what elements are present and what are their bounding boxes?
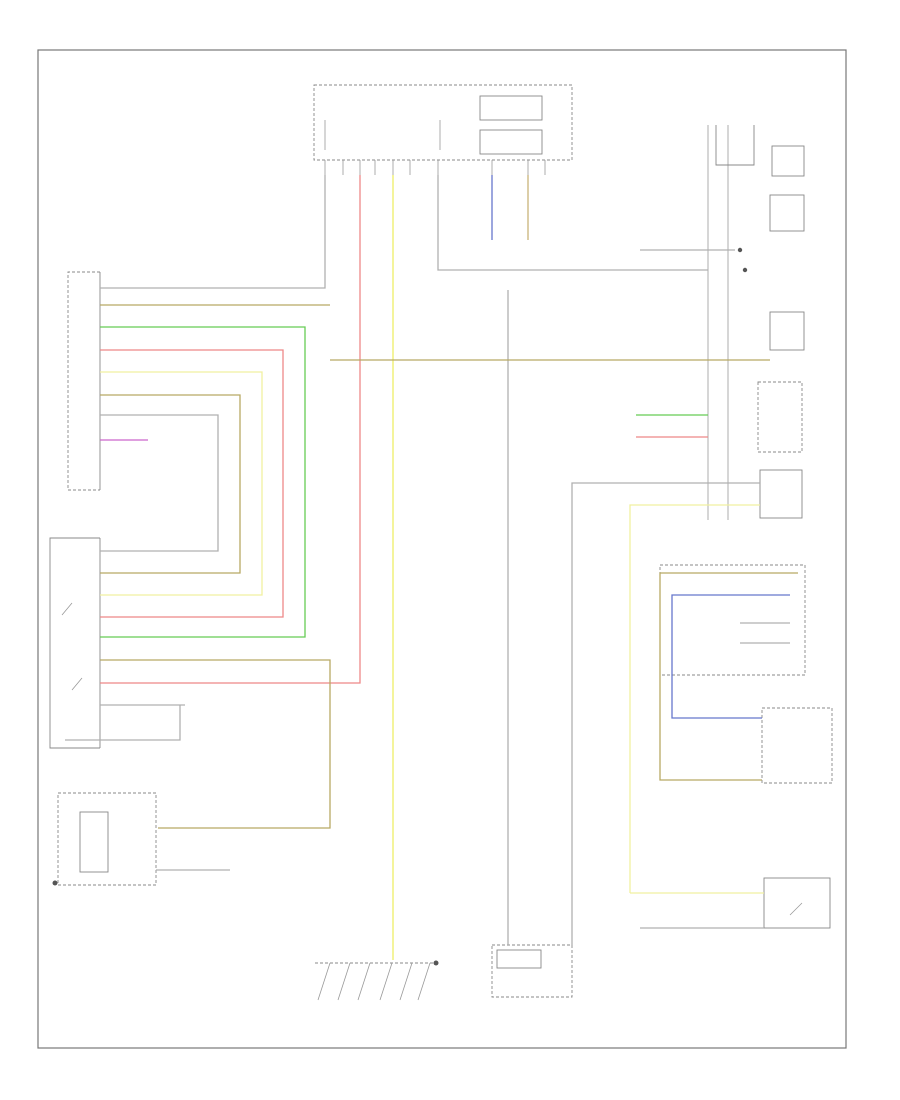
fuse-relay-2 <box>479 129 543 155</box>
wire-gray-stub-2 <box>65 705 181 741</box>
right-switch-contact <box>789 902 803 916</box>
right-connector-top <box>715 125 755 166</box>
wire-red-loop <box>100 349 284 618</box>
wire-yellow-loop <box>100 371 263 596</box>
lower-left-module-inner <box>79 811 109 873</box>
left-unit-lower <box>49 537 101 749</box>
wires <box>65 175 798 960</box>
wire-olive-lower <box>100 659 331 829</box>
left-unit-lower-outline <box>49 537 100 749</box>
lower-left-module <box>52 792 157 886</box>
left-unit-upper-outline <box>67 271 100 491</box>
left-unit-upper <box>67 271 101 491</box>
fuse-relay-block <box>313 84 573 175</box>
wire-gray-right-mid <box>571 482 760 945</box>
bottom-switch-assembly <box>315 960 440 1001</box>
switch-contact-2 <box>71 677 83 691</box>
right-component-2 <box>769 194 805 232</box>
wire-red-fuse-drop <box>100 175 361 684</box>
ground-point-left <box>52 880 58 886</box>
right-side-components <box>659 125 833 929</box>
right-module-2 <box>761 707 833 784</box>
wire-blue-module <box>671 594 790 719</box>
bottom-meter-inner <box>496 949 542 969</box>
right-module-3 <box>763 877 831 929</box>
right-module-1 <box>659 564 806 676</box>
fuse-relay-1 <box>479 95 543 121</box>
right-component-4 <box>757 381 803 453</box>
wire-green-loop <box>100 326 306 638</box>
wire-olive-module <box>659 572 798 781</box>
right-component-5 <box>759 469 803 519</box>
wire-gray-fuse-to-upper <box>200 175 326 289</box>
switch-contact-1 <box>61 602 73 616</box>
lower-left-module-outline <box>57 792 157 886</box>
fuse-block-pins <box>324 160 546 175</box>
bottom-meter-outline <box>491 944 573 998</box>
wire-olive-loop <box>100 394 241 574</box>
right-component-1 <box>771 145 805 177</box>
diagram-frame <box>37 49 847 1049</box>
wire-gray-loop <box>100 414 219 552</box>
bottom-meter <box>491 944 573 998</box>
wire-gray-fuse2 <box>437 175 708 271</box>
fuse-block-outline <box>313 84 573 161</box>
wire-yellow-right <box>629 504 760 893</box>
right-component-3 <box>769 311 805 351</box>
